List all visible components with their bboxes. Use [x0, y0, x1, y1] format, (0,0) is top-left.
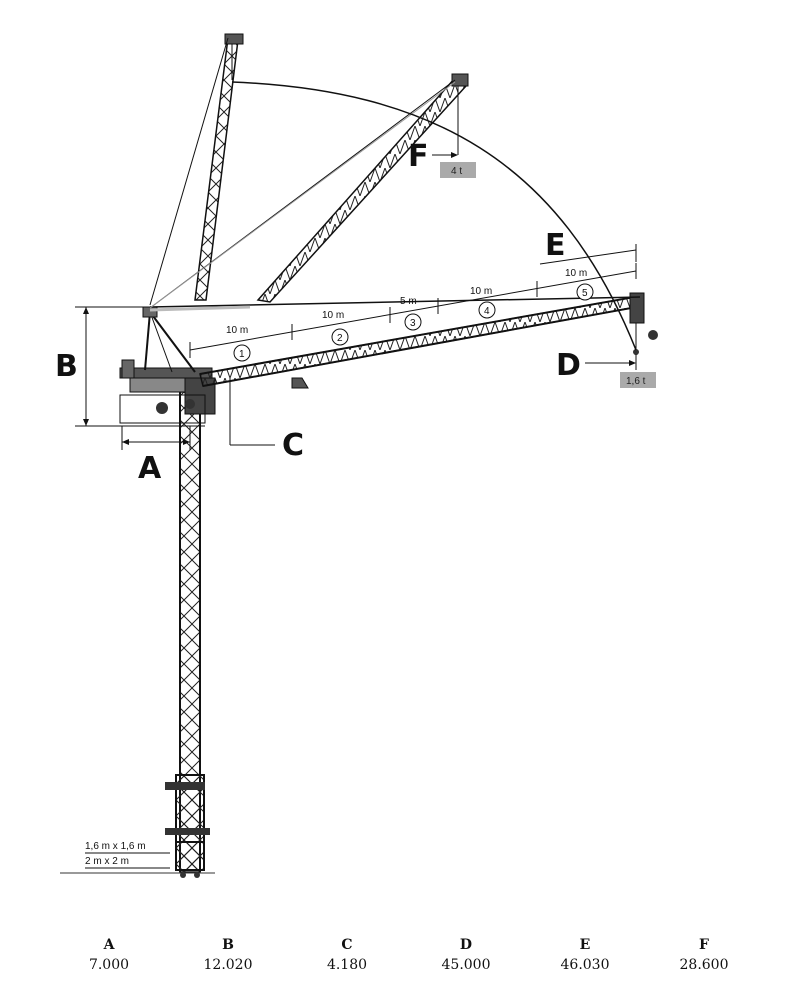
hook-path-arc [231, 81, 637, 351]
segment-length-4: 10 m [470, 286, 492, 297]
segment-dimension-line [189, 263, 637, 358]
segment-number-3-text: 3 [410, 318, 416, 329]
dimension-c: C [229, 378, 304, 463]
segment-number-5: 5 [576, 283, 594, 301]
segment-number-2: 2 [331, 328, 349, 346]
dimension-d: D 1,6 t [556, 330, 658, 388]
dim-letter: C [341, 937, 353, 953]
dim-letter: E [579, 937, 591, 953]
dim-value: 46.030 [560, 957, 610, 973]
slewing-platform [119, 306, 216, 424]
foundation-sizes: 1,6 m x 1,6 m 2 m x 2 m [85, 841, 170, 869]
dim-letter: D [459, 937, 473, 953]
counterweight-icon [156, 402, 168, 414]
label-a: A [138, 451, 162, 486]
segment-number-1-text: 1 [239, 349, 245, 360]
segment-number-4-text: 4 [484, 306, 490, 317]
dimension-f: F 4 t [408, 139, 476, 178]
label-e: E [545, 228, 566, 263]
dim-value: 28.600 [679, 957, 729, 973]
segment-number-2-text: 2 [337, 333, 343, 344]
segment-number-4: 4 [478, 301, 496, 319]
segment-number-5-text: 5 [582, 288, 588, 299]
label-b: B [55, 349, 78, 384]
dim-col-b: B 12.020 [188, 935, 268, 975]
dimension-a: A [121, 426, 191, 486]
jib-luffed-mid [149, 73, 469, 309]
dim-col-d: D 45.000 [426, 935, 506, 975]
dim-value: 7.000 [88, 957, 130, 973]
jib-luffed-high [149, 33, 244, 306]
dim-col-e: E 46.030 [545, 935, 625, 975]
dim-value: 45.000 [441, 957, 491, 973]
load-horizontal-tip: 1,6 t [626, 376, 646, 387]
segment-length-5: 10 m [565, 268, 587, 279]
dimension-b: B [55, 306, 205, 427]
segment-length-1: 10 m [226, 325, 248, 336]
label-d: D [556, 348, 581, 383]
foundation-size-1: 1,6 m x 1,6 m [85, 841, 146, 852]
foundation-size-2: 2 m x 2 m [85, 856, 129, 867]
cab-icon [291, 377, 309, 389]
segment-length-3: 5 m [400, 296, 417, 307]
dim-letter: A [103, 937, 115, 953]
load-luffed-tip: 4 t [451, 166, 462, 177]
label-f: F [408, 139, 429, 174]
segment-number-3: 3 [404, 313, 422, 331]
dim-value: 4.180 [326, 957, 368, 973]
load-box-d [620, 372, 656, 388]
crane-diagram: B A C 10 m 10 m 5 m 10 m 10 m 1 2 3 [55, 33, 658, 878]
dimension-e: E [539, 228, 637, 265]
dimensions-table: A 7.000 B 12.020 C 4.180 D 45.000 E 46.0… [0, 935, 800, 985]
dim-letter: B [222, 937, 234, 953]
dim-col-f: F 28.600 [664, 935, 744, 975]
dim-col-c: C 4.180 [307, 935, 387, 975]
dim-value: 12.020 [203, 957, 253, 973]
hook-icon [648, 330, 658, 340]
segment-number-1: 1 [233, 344, 251, 362]
segment-length-2: 10 m [322, 310, 344, 321]
pendant-line [149, 296, 641, 308]
tower-mast [165, 391, 210, 878]
label-c: C [282, 428, 304, 463]
dim-col-a: A 7.000 [69, 935, 149, 975]
load-box-f [440, 162, 476, 178]
jib-horizontal [199, 292, 645, 387]
dim-letter: F [699, 937, 709, 953]
